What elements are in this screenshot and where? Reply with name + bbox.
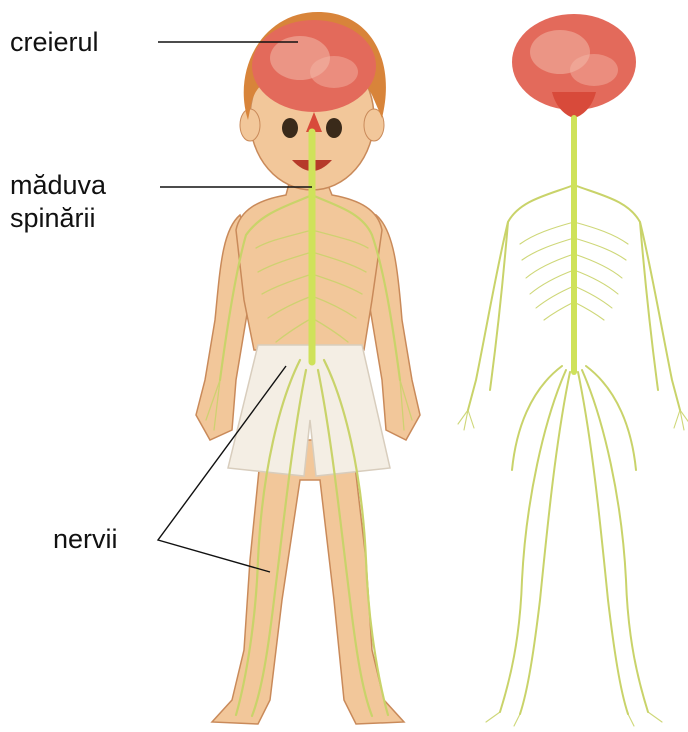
boy-figure [196, 12, 420, 724]
boy-eye-left [282, 118, 298, 138]
label-spinal-cord-line1: măduva [10, 170, 106, 201]
boy-eye-right [326, 118, 342, 138]
isolated-brain [512, 14, 636, 118]
boy-legs [212, 440, 404, 724]
label-nerves: nervii [53, 524, 118, 555]
isolated-nervous-system [458, 14, 688, 726]
isolated-nerves [458, 118, 688, 726]
label-brain: creierul [10, 27, 99, 58]
label-spinal-cord-line2: spinării [10, 203, 96, 234]
boy-ear-left [240, 109, 260, 141]
